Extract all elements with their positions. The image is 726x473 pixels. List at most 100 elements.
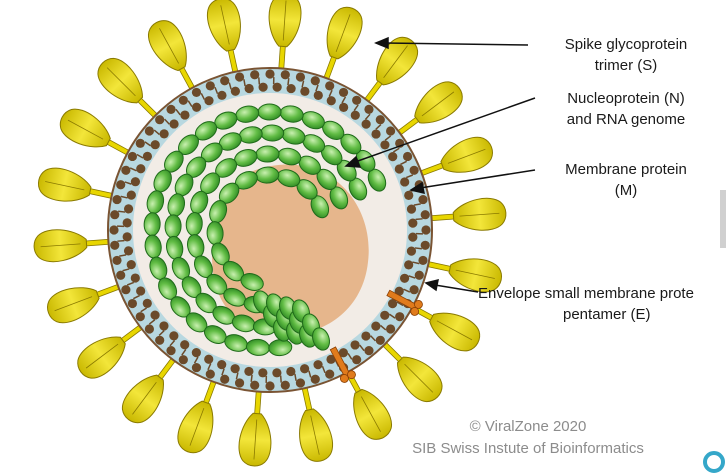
membrane-bead — [281, 381, 290, 390]
membrane-bead — [350, 340, 359, 349]
membrane-bead — [155, 336, 164, 345]
spike-trimer — [288, 381, 336, 464]
membrane-bead — [231, 364, 240, 373]
membrane-bead — [192, 103, 201, 112]
membrane-bead — [371, 322, 380, 331]
membrane-bead — [404, 191, 413, 200]
membrane-bead — [281, 70, 290, 79]
membrane-bead — [179, 96, 188, 105]
membrane-bead — [311, 76, 320, 85]
membrane-protein-label-line2: (M) — [528, 180, 724, 201]
membrane-bead — [410, 285, 419, 294]
membrane-bead — [362, 120, 371, 129]
membrane-bead — [150, 310, 159, 319]
membrane-bead — [364, 105, 373, 114]
membrane-bead — [386, 324, 395, 333]
membrane-bead — [112, 256, 121, 265]
membrane-bead — [418, 195, 427, 204]
membrane-bead — [217, 360, 226, 369]
membrane-bead — [206, 370, 215, 379]
membrane-bead — [395, 312, 404, 321]
membrane-bead — [395, 164, 404, 173]
membrane-bead — [410, 166, 419, 175]
membrane-bead — [166, 105, 175, 114]
membrane-bead — [314, 91, 323, 100]
membrane-bead — [192, 363, 201, 372]
spike-label-line2: trimer (S) — [528, 55, 724, 76]
credit-institute: SIB Swiss Instute of Bioinformatics — [400, 438, 656, 460]
membrane-bead — [376, 336, 385, 345]
membrane-bead — [155, 115, 164, 124]
nucleoprotein-label: Nucleoprotein (N) and RNA genome — [528, 88, 724, 130]
spike-arrowhead — [376, 38, 388, 48]
search-icon[interactable] — [703, 451, 725, 473]
membrane-bead — [220, 76, 229, 85]
membrane-bead — [204, 96, 213, 105]
membrane-bead — [159, 321, 168, 330]
membrane-bead — [296, 72, 305, 81]
membrane-bead — [112, 195, 121, 204]
envelope-protein-label-line2: pentamer (E) — [478, 304, 726, 325]
membrane-bead — [415, 271, 424, 280]
membrane-bead — [110, 241, 119, 250]
nucleoprotein-label-line1: Nucleoprotein (N) — [528, 88, 724, 109]
nucleoprotein — [256, 146, 280, 163]
membrane-bead — [311, 375, 320, 384]
membrane-bead — [231, 87, 240, 96]
membrane-bead — [313, 360, 322, 369]
membrane-bead — [127, 260, 136, 269]
membrane-bead — [136, 139, 145, 148]
membrane-bead — [123, 232, 132, 241]
membrane-bead — [116, 271, 125, 280]
membrane-bead — [169, 331, 178, 340]
membrane-bead — [166, 346, 175, 355]
membrane-bead — [245, 84, 254, 93]
membrane-bead — [352, 96, 361, 105]
membrane-bead — [421, 210, 430, 219]
spike-trimer — [265, 0, 302, 73]
membrane-lipid-tail — [288, 78, 289, 85]
membrane-bead — [151, 140, 160, 149]
membrane-bead — [136, 164, 145, 173]
membrane-bead — [272, 368, 281, 377]
membrane-bead — [143, 299, 152, 308]
membrane-bead — [204, 355, 213, 364]
membrane-bead — [408, 219, 417, 228]
edge-panel-fragment — [720, 190, 726, 248]
membrane-bead — [418, 256, 427, 265]
membrane-bead — [286, 367, 295, 376]
membrane-bead — [325, 81, 334, 90]
membrane-bead — [400, 274, 409, 283]
viralzone-credit: © ViralZone 2020 SIB Swiss Instute of Bi… — [400, 416, 656, 460]
membrane-bead — [235, 378, 244, 387]
membrane-bead — [403, 152, 412, 161]
membrane-lipid-tail — [281, 376, 282, 383]
membrane-bead — [123, 218, 132, 227]
membrane-bead — [364, 346, 373, 355]
membrane-bead — [371, 129, 380, 138]
membrane-bead — [145, 126, 154, 135]
membrane-bead — [361, 331, 370, 340]
membrane-bead — [179, 355, 188, 364]
membrane-bead — [273, 83, 282, 92]
membrane-bead — [351, 111, 360, 120]
membrane-bead — [287, 84, 296, 93]
membrane-bead — [180, 110, 189, 119]
membrane-bead — [136, 312, 145, 321]
envelope-protein-label-line1: Envelope small membrane prote — [478, 283, 726, 304]
nucleoprotein — [258, 104, 281, 120]
membrane-bead — [220, 375, 229, 384]
membrane-bead — [296, 378, 305, 387]
membrane-bead — [327, 96, 336, 105]
membrane-bead — [380, 140, 389, 149]
membrane-bead — [339, 88, 348, 97]
membrane-lipid-tail — [259, 77, 260, 84]
nucleoprotein — [165, 215, 182, 239]
membrane-bead — [421, 241, 430, 250]
membrane-bead — [407, 247, 416, 256]
membrane-bead — [131, 177, 140, 186]
membrane-lipid-tail — [416, 219, 423, 220]
membrane-bead — [206, 81, 215, 90]
membrane-bead — [160, 129, 169, 138]
envelope-arrowhead — [426, 280, 438, 290]
